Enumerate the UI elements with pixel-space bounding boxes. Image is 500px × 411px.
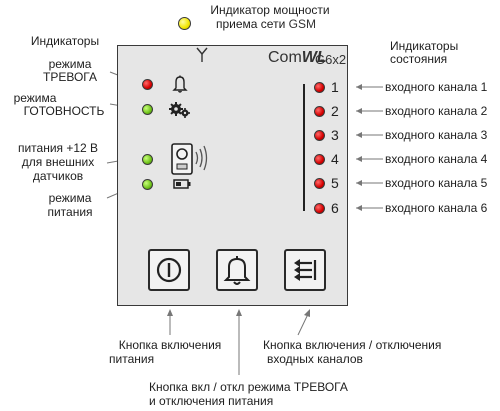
channel-label-5: входного канала 5 (385, 176, 488, 190)
channel-number-3: 3 (331, 127, 339, 143)
alarm-mode-led (142, 79, 153, 90)
channel-number-6: 6 (331, 200, 339, 216)
gsm-label-line1: Индикатор мощности (210, 3, 330, 17)
gsm-label-text: приема сети (216, 17, 286, 31)
model-name: G6x2 (315, 52, 347, 67)
ready-mode-led (142, 104, 153, 115)
antenna-icon (196, 47, 208, 62)
indicators-title-left: Индикаторы (30, 34, 100, 48)
power-button[interactable] (148, 249, 190, 291)
channel-led-4 (314, 154, 325, 165)
channel-number-2: 2 (331, 103, 339, 119)
channel-label-6: входного канала 6 (385, 201, 488, 215)
channel-led-3 (314, 130, 325, 141)
channel-indicator-bar (303, 84, 305, 211)
brand-wl: WL (301, 49, 327, 66)
gsm-label-gsm: GSM (288, 17, 316, 31)
inputs-toggle-button[interactable] (284, 249, 326, 291)
brand-com: Com (268, 49, 302, 66)
device-panel: ComWL G6x2 (117, 45, 348, 306)
power-ext-led (142, 154, 153, 165)
channel-label-4: входного канала 4 (385, 152, 488, 166)
bell-icon (172, 75, 188, 93)
power-ext-label-2: для внешних (21, 155, 95, 169)
channel-number-5: 5 (331, 175, 339, 191)
state-title-line2: состояния (390, 52, 448, 66)
sensor-icon (171, 143, 208, 175)
inputs-button-label-2: входных каналов (267, 352, 363, 366)
power-ext-label-3: датчиков (32, 169, 84, 183)
channel-led-5 (314, 178, 325, 189)
arrows-icon (294, 259, 317, 281)
gsm-signal-led (178, 17, 191, 30)
alarm-mode-button[interactable] (216, 249, 258, 291)
channel-led-1 (314, 82, 325, 93)
brand-logo: ComWL (268, 49, 327, 67)
alarm-button-label-2: и отключения питания (149, 394, 274, 408)
channel-label-2: входного канала 2 (385, 104, 488, 118)
channel-number-4: 4 (331, 151, 339, 167)
alarm-mode-label-2: ТРЕВОГА (43, 70, 97, 84)
gsm-label-line2: приема сети GSM (216, 17, 356, 32)
ready-mode-label-2: ГОТОВНОСТЬ (23, 104, 105, 118)
alarm-bell-icon (223, 256, 251, 285)
battery-icon (173, 179, 191, 189)
power-button-label-2: питания (109, 352, 155, 366)
channel-led-2 (314, 106, 325, 117)
power-icon (156, 257, 182, 283)
power-mode-label-1: режима (48, 191, 92, 205)
gears-icon (169, 102, 190, 118)
channel-led-6 (314, 203, 325, 214)
alarm-mode-label-1: режима (48, 57, 92, 71)
power-button-label-1: Кнопка включения (118, 338, 222, 352)
alarm-button-label-1: Кнопка вкл / откл режима ТРЕВОГА (149, 380, 348, 394)
channel-label-3: входного канала 3 (385, 128, 488, 142)
inputs-button-label-1: Кнопка включения / отключения (263, 338, 442, 352)
power-mode-led (142, 179, 153, 190)
state-title-line1: Индикаторы (390, 39, 459, 53)
power-ext-label-1: питания +12 В (17, 141, 99, 155)
channel-label-1: входного канала 1 (385, 80, 488, 94)
power-mode-label-2: питания (47, 205, 93, 219)
ready-mode-label-1: режима (13, 91, 57, 105)
channel-number-1: 1 (331, 79, 339, 95)
